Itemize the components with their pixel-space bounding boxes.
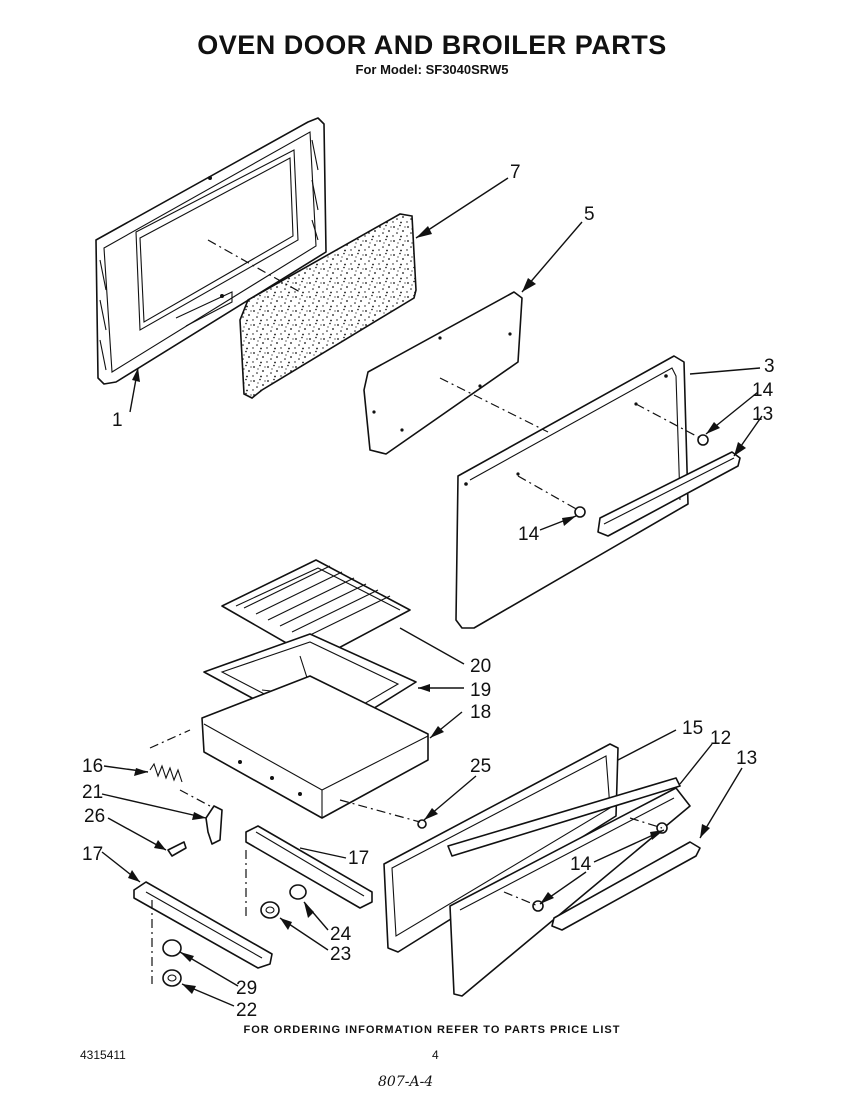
callout-6: 14 [518,524,540,545]
callout-4: 14 [752,380,774,401]
door-glass-panel [363,291,523,455]
callout-16: 13 [736,748,757,769]
callout-7: 20 [470,656,491,677]
model-subtitle: For Model: SF3040SRW5 [355,62,509,77]
assembly-lines [149,239,701,984]
lower-rollers [162,939,182,987]
inner-door-frame [95,117,327,385]
broiler-pan [201,675,429,819]
handle-spacers-upper [574,434,709,518]
callout-13: 25 [470,756,491,777]
callout-11: 21 [82,782,103,803]
callout-20: 24 [330,924,352,945]
callout-9: 18 [470,702,491,723]
callout-21: 23 [330,944,351,965]
callout-2: 5 [584,204,595,225]
broiler-outer-door [449,787,691,997]
door-insulation [239,213,417,399]
callout-labels: 7 5 1 3 14 13 14 20 19 18 16 21 26 25 15… [82,162,775,1021]
callout-8: 19 [470,680,491,701]
door-handle [597,451,741,537]
broiler-spring [149,762,183,783]
callout-0: 1 [112,410,123,431]
page-number: 4 [432,1048,439,1062]
broiler-door-handle [551,841,701,931]
callout-12: 26 [84,806,105,827]
document-number: 4315411 [80,1048,126,1062]
outer-door-panel [455,355,689,629]
callout-leaders [101,177,763,1007]
callout-1: 7 [510,162,521,183]
callout-19: 14 [570,854,592,875]
callout-5: 13 [752,404,773,425]
callout-14: 15 [682,718,703,739]
callout-3: 3 [764,356,775,377]
ordering-note: FOR ORDERING INFORMATION REFER TO PARTS … [243,1024,621,1036]
broiler-rail-right [245,825,373,909]
callout-18: 17 [348,848,369,869]
callout-23: 22 [236,1000,257,1021]
latch-bracket [205,805,223,845]
broiler-door-strip [447,777,681,857]
callout-10: 16 [82,756,103,777]
callout-22: 29 [236,978,257,999]
roller-and-bushing [260,884,307,919]
screw [167,841,187,857]
broiler-rail-left [133,881,273,969]
callout-17: 17 [82,844,103,865]
page-title: OVEN DOOR AND BROILER PARTS [197,30,667,60]
broiler-grid [221,559,411,661]
callout-15: 12 [710,728,731,749]
handwritten-reference: 807-A-4 [378,1074,434,1090]
